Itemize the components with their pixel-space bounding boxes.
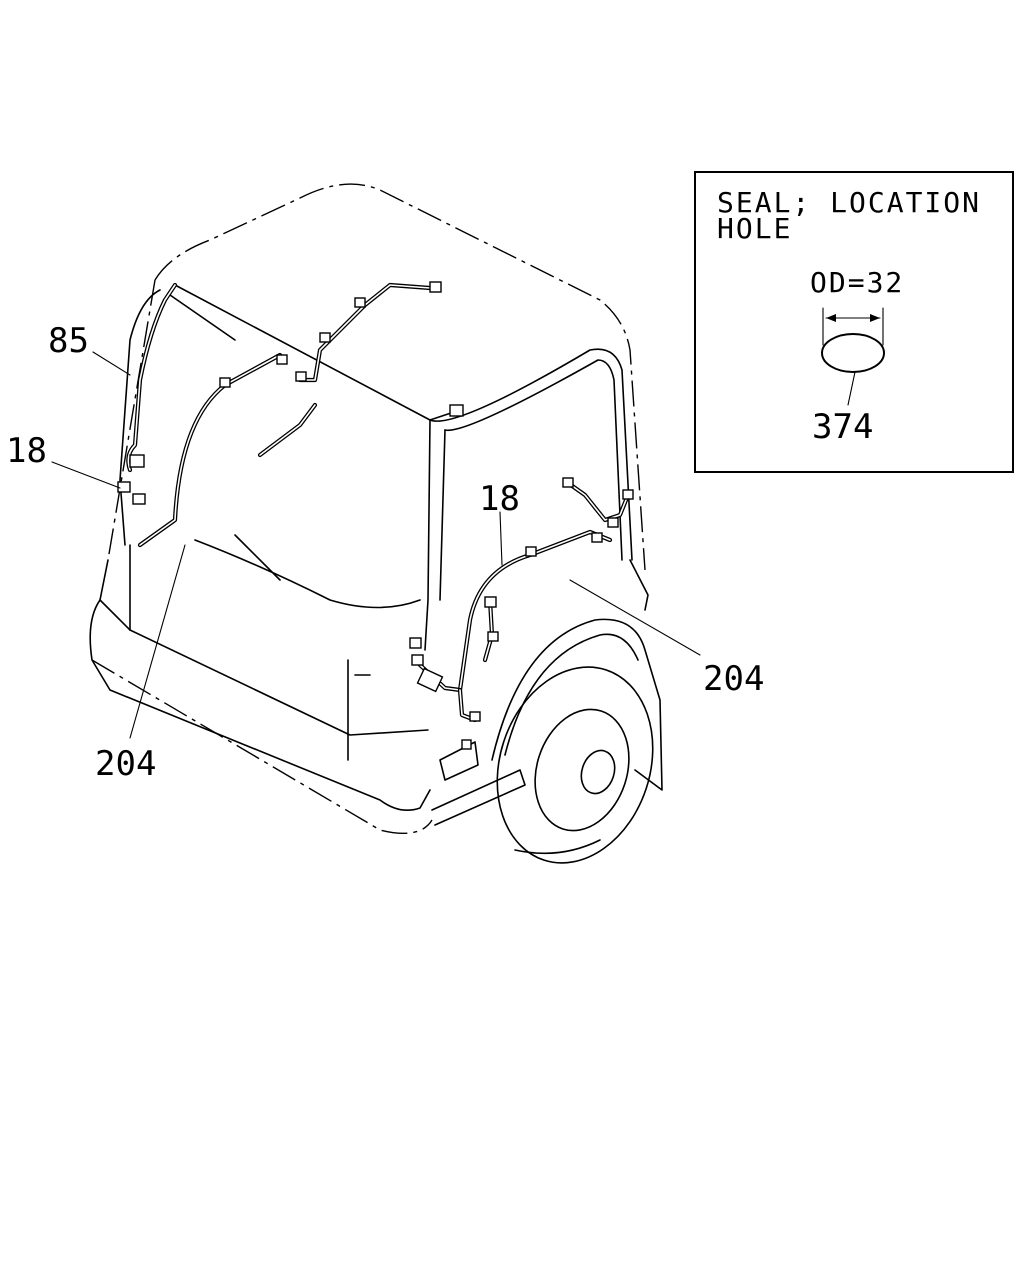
- harness-85: [117, 281, 464, 548]
- callout-18-right: 18: [479, 479, 520, 519]
- connector: [132, 493, 146, 505]
- vehicle-body: [89, 183, 663, 864]
- leader-lines: [51, 351, 701, 739]
- seal-leader: [847, 371, 856, 406]
- connector: [562, 477, 574, 488]
- connector: [354, 297, 366, 308]
- connector: [429, 281, 442, 293]
- connector: [129, 454, 145, 468]
- inset-part-number: 374: [812, 407, 873, 447]
- callout-85: 85: [48, 321, 89, 361]
- inset-title-line1: SEAL; LOCATION: [717, 186, 981, 219]
- connector: [469, 711, 481, 722]
- inset-dimension: OD=32: [810, 266, 904, 299]
- connector: [607, 517, 619, 528]
- dimension-arrow: [822, 307, 884, 346]
- connector: [411, 654, 424, 666]
- seal-inset: SEAL; LOCATION HOLE OD=32 374: [694, 171, 1014, 473]
- inset-frame: [694, 171, 1014, 473]
- connector: [416, 667, 444, 693]
- connector: [295, 371, 307, 382]
- connector: [525, 546, 537, 557]
- harness-18-right: [409, 477, 634, 750]
- inset-title-line2: HOLE: [717, 212, 792, 245]
- connector: [461, 739, 472, 750]
- callout-204-bottom: 204: [95, 744, 156, 784]
- connector: [622, 489, 634, 500]
- callout-18-left: 18: [6, 431, 47, 471]
- connector: [484, 596, 497, 608]
- connector: [319, 332, 331, 343]
- connector: [117, 481, 131, 493]
- connector: [487, 631, 499, 642]
- connector: [591, 532, 603, 543]
- seal-ellipse: [821, 333, 885, 373]
- callout-204-right: 204: [703, 659, 764, 699]
- connector: [219, 377, 231, 388]
- connector: [449, 404, 464, 417]
- connector: [276, 354, 288, 365]
- connector: [409, 637, 422, 649]
